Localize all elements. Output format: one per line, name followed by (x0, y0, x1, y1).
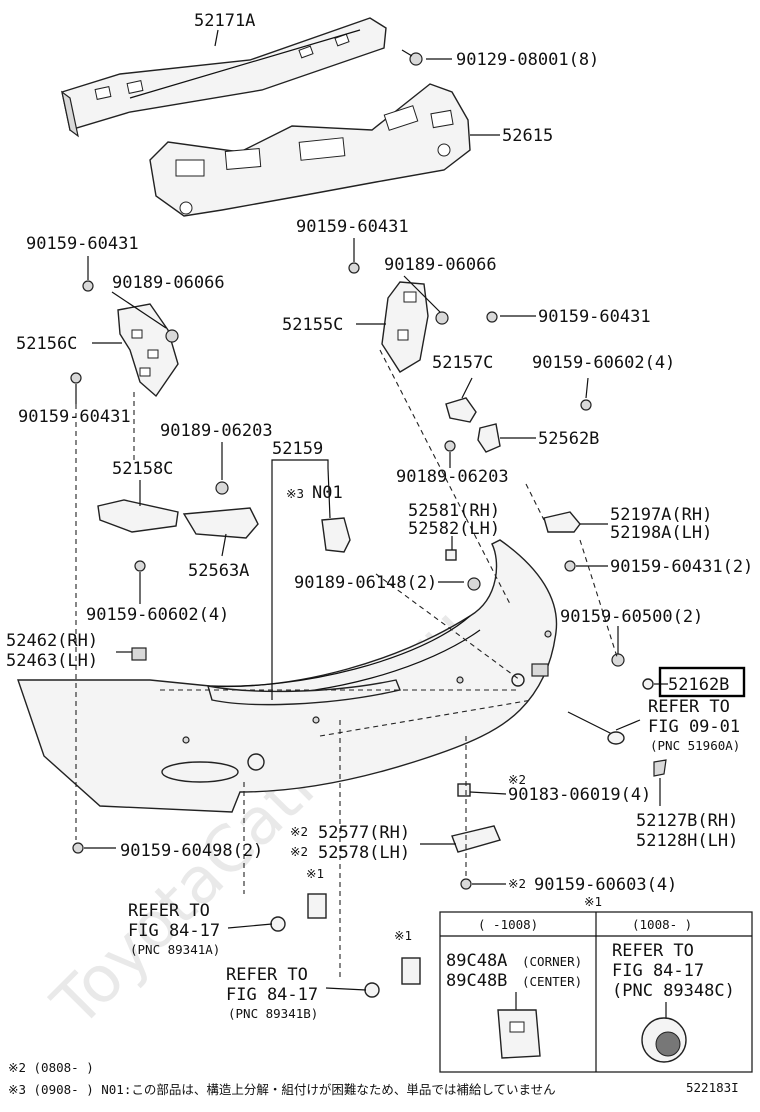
leader-lines (75, 29, 668, 991)
label-52159: 52159 (272, 439, 323, 459)
label-90159-60603: 90159-60603(4) (534, 875, 677, 895)
label-52198a: 52198A(LH) (610, 523, 712, 543)
label-52463: 52463(LH) (6, 651, 98, 671)
inset-col1-header: ( -1008) (478, 917, 538, 932)
footnotes: ※2 (0808- ) ※3 (0908- ) N01:この部品は、構造上分解・… (8, 1060, 739, 1097)
label-refer-b3: (PNC 89341A) (130, 942, 220, 957)
label-90189-06148: 90189-06148(2) (294, 573, 437, 593)
reinforcement-beam-52171a (61, 17, 387, 138)
label-52581: 52581(RH) (408, 501, 500, 521)
retainer-52157c (444, 397, 592, 453)
label-90183-mark: ※2 (508, 772, 526, 787)
label-refer-b2: FIG 84-17 (128, 921, 220, 941)
label-52562b: 52562B (538, 429, 599, 449)
label-90159-60431-c: 90159-60431 (296, 217, 409, 237)
label-90159-60498: 90159-60498(2) (120, 841, 263, 861)
label-89c48b-note: (CENTER) (522, 974, 582, 989)
label-52162b: 52162B (668, 675, 729, 695)
label-refer-c3: (PNC 89341B) (228, 1006, 318, 1021)
label-refer-c2: FIG 84-17 (226, 985, 318, 1005)
bumper-cover (17, 539, 558, 813)
label-90159-60500: 90159-60500(2) (560, 607, 703, 627)
label-mark1-c: ※1 (584, 894, 602, 909)
label-52577-mark: ※2 (290, 824, 308, 839)
label-90159-60431-d: 90159-60431 (538, 307, 651, 327)
label-mark1-a: ※1 (306, 866, 324, 881)
highlight-box-52162b (658, 666, 746, 698)
label-90159-60431-a: 90159-60431 (26, 234, 139, 254)
footnote-2: ※2 (0808- ) (8, 1060, 94, 1075)
label-inset-refer3: (PNC 89348C) (612, 981, 735, 1001)
label-inset-refer1: REFER TO (612, 941, 694, 961)
retainer-52197a (543, 511, 581, 572)
label-89c48a: 89C48A (446, 951, 507, 971)
label-52462: 52462(RH) (6, 631, 98, 651)
label-52563a: 52563A (188, 561, 249, 581)
footnote-3: ※3 (0908- ) N01:この部品は、構造上分解・組付けが困難なため、単品… (8, 1082, 556, 1097)
energy-absorber-52615 (149, 83, 471, 217)
label-n01: N01 (312, 483, 343, 503)
label-52578-mark: ※2 (290, 844, 308, 859)
label-90129-08001: 90129-08001(8) (456, 50, 599, 70)
label-89c48b: 89C48B (446, 971, 507, 991)
label-52155c: 52155C (282, 315, 343, 335)
label-90159-60602-b: 90159-60602(4) (86, 605, 229, 625)
label-90159-60602-a: 90159-60602(4) (532, 353, 675, 373)
bracket-n01 (321, 517, 481, 591)
diagram-id: 522183I (686, 1080, 739, 1095)
bracket-52155c (348, 262, 498, 373)
label-52197a: 52197A(RH) (610, 505, 712, 525)
label-mark1-b: ※1 (394, 928, 412, 943)
label-52128h: 52128H(LH) (636, 831, 738, 851)
retainer-52158c (97, 481, 259, 572)
label-refer-a3: (PNC 51960A) (650, 738, 740, 753)
label-90159-60431-e: 90159-60431(2) (610, 557, 753, 577)
inset-col2-header: (1008- ) (632, 917, 692, 932)
label-90189-06066-b: 90189-06066 (384, 255, 497, 275)
label-52615: 52615 (502, 126, 553, 146)
label-n01-mark: ※3 (286, 486, 304, 501)
label-refer-c1: REFER TO (226, 965, 308, 985)
bracket-52156c (70, 280, 179, 398)
label-52582: 52582(LH) (408, 519, 500, 539)
label-90189-06066-a: 90189-06066 (112, 273, 225, 293)
label-90183-06019: 90183-06019(4) (508, 785, 651, 805)
part-labels: 52171A 90129-08001(8) 52615 90159-60431 … (6, 11, 753, 1021)
label-52158c: 52158C (112, 459, 173, 479)
label-inset-refer2: FIG 84-17 (612, 961, 704, 981)
label-52127b: 52127B(RH) (636, 811, 738, 831)
label-89c48a-note: (CORNER) (522, 954, 582, 969)
assembly-lines (75, 349, 619, 980)
label-90189-06203-a: 90189-06203 (396, 467, 509, 487)
small-parts (72, 647, 667, 998)
label-52171a: 52171A (194, 11, 255, 31)
inset-table: ( -1008) (1008- ) 89C48A (CORNER) 89C48B… (439, 911, 753, 1073)
label-refer-b1: REFER TO (128, 901, 210, 921)
label-52156c: 52156C (16, 334, 77, 354)
label-52157c: 52157C (432, 353, 493, 373)
label-refer-a1: REFER TO (648, 697, 730, 717)
label-52577: 52577(RH) (318, 823, 410, 843)
label-90159-60431-b: 90159-60431 (18, 407, 131, 427)
label-refer-a2: FIG 09-01 (648, 717, 740, 737)
bolt-90129 (401, 49, 423, 66)
label-90159-60603-mark: ※2 (508, 876, 526, 891)
label-90189-06203-b: 90189-06203 (160, 421, 273, 441)
label-52578: 52578(LH) (318, 843, 410, 863)
